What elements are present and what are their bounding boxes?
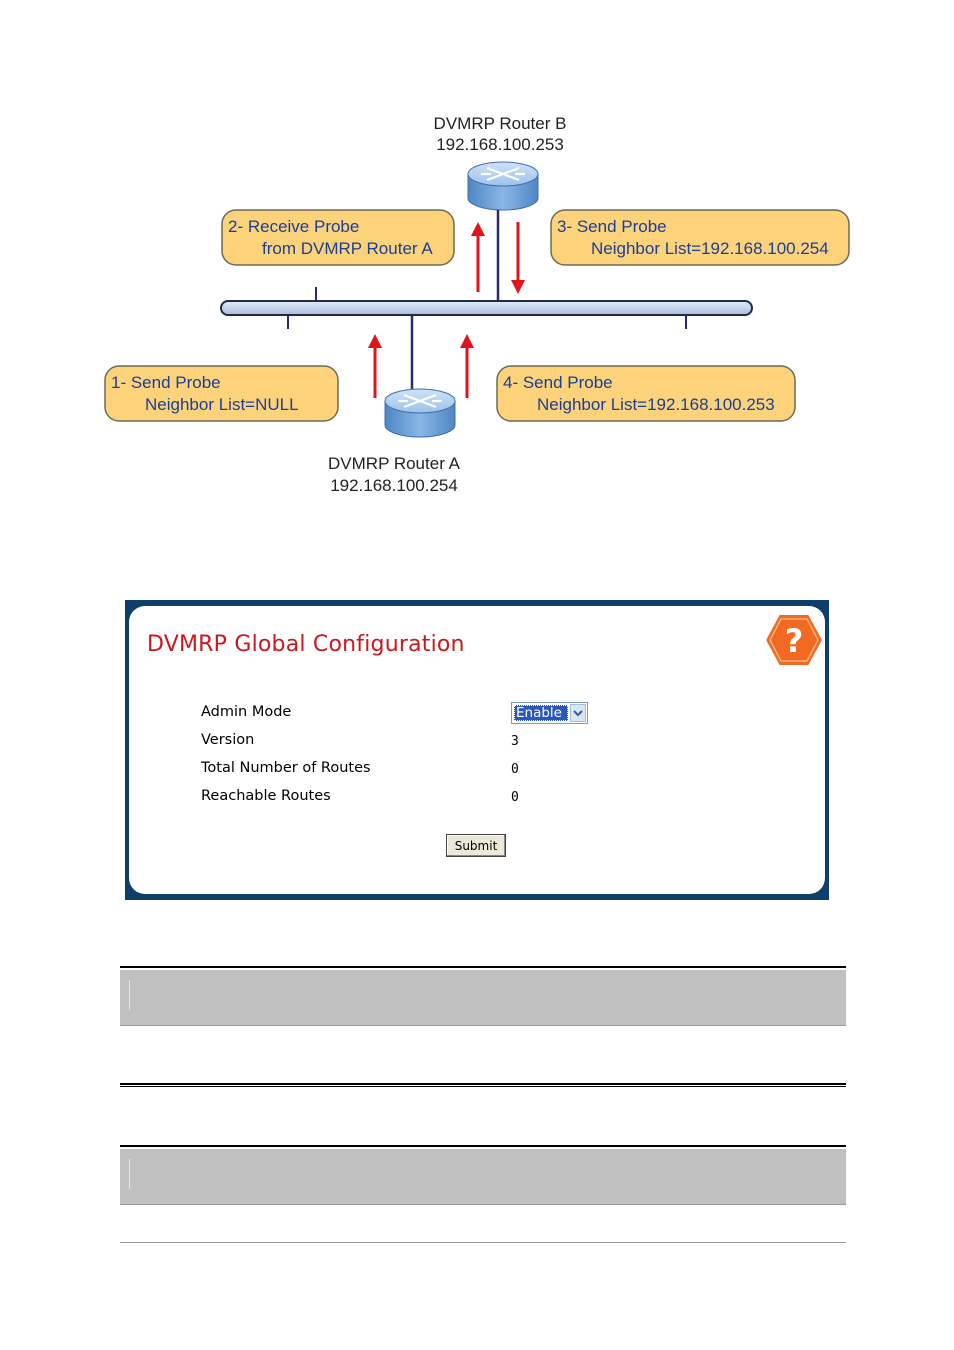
reachable-routes-value: 0 [511,790,519,805]
svg-text:1- Send Probe: 1- Send Probe [111,373,221,392]
callout-step-3: 3- Send Probe Neighbor List=192.168.100.… [550,209,850,266]
version-row: Version 3 [201,732,761,756]
note-box [120,966,846,1088]
network-bus [220,287,753,329]
router-a-name: DVMRP Router A [328,454,461,473]
router-a-ip: 192.168.100.254 [330,476,458,495]
router-icon [467,161,539,211]
submit-button[interactable]: Submit [446,834,506,857]
router-icon [384,388,456,438]
reachable-routes-label: Reachable Routes [201,788,331,804]
total-routes-value: 0 [511,762,519,777]
page-title: DVMRP Global Configuration [147,632,465,657]
reachable-routes-row: Reachable Routes 0 [201,788,761,812]
dvmrp-probe-diagram: DVMRP Router B 192.168.100.253 2- Receiv… [104,114,850,495]
total-routes-row: Total Number of Routes 0 [201,760,761,784]
version-label: Version [201,732,255,748]
total-routes-label: Total Number of Routes [201,760,371,776]
arrow-icon [511,222,525,294]
svg-text:Neighbor List=192.168.100.253: Neighbor List=192.168.100.253 [537,395,775,414]
note-box [120,1145,846,1245]
svg-text:4- Send Probe: 4- Send Probe [503,373,613,392]
callout-step-1: 1- Send Probe Neighbor List=NULL [104,365,339,422]
svg-text:from DVMRP Router A: from DVMRP Router A [262,239,433,258]
admin-mode-row: Admin Mode Enable [201,702,761,728]
svg-text:Neighbor List=NULL: Neighbor List=NULL [145,395,299,414]
arrow-icon [460,334,474,398]
version-value: 3 [511,734,519,749]
svg-text:3- Send Probe: 3- Send Probe [557,217,667,236]
help-icon[interactable]: ? [763,612,825,668]
arrow-icon [368,334,382,398]
arrow-icon [471,222,485,292]
router-b-ip: 192.168.100.253 [436,135,564,154]
dvmrp-config-panel: DVMRP Global Configuration ? Admin Mode … [125,600,829,900]
admin-mode-select[interactable]: Enable [511,702,588,724]
callout-step-4: 4- Send Probe Neighbor List=192.168.100.… [496,365,796,422]
admin-mode-selected-value: Enable [514,705,568,721]
router-b-name: DVMRP Router B [434,114,567,133]
svg-text:?: ? [785,622,804,660]
chevron-down-icon[interactable] [570,704,586,722]
admin-mode-label: Admin Mode [201,704,292,720]
svg-text:2- Receive Probe: 2- Receive Probe [228,217,359,236]
config-panel-body: DVMRP Global Configuration ? Admin Mode … [129,606,825,894]
callout-step-2: 2- Receive Probe from DVMRP Router A [221,209,455,266]
svg-text:Neighbor List=192.168.100.254: Neighbor List=192.168.100.254 [591,239,829,258]
